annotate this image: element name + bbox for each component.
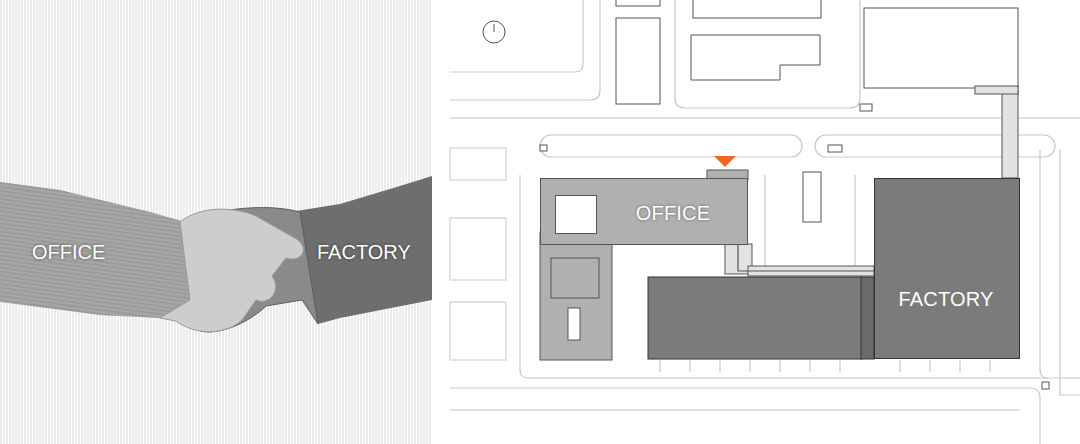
link-corridor-line [738,245,874,271]
neighbour-building [616,18,660,104]
road-island [815,135,1055,157]
round-structure [483,21,505,43]
parking-ticks [660,360,990,372]
office-wing [540,232,612,360]
striped-ground [0,0,432,444]
sleeve-texture [0,182,190,318]
small-structure [803,172,821,222]
building-name: FACTORY [898,288,993,311]
office-building: OFFICE [540,178,748,245]
office-wing-room [551,258,599,298]
road-edge [450,388,1040,444]
arm-label: OFFICE [32,241,105,264]
office-wing-shaft [568,308,580,340]
arm-label: FACTORY [317,241,411,264]
building-name: OFFICE [636,202,711,225]
small-structure [860,104,872,111]
link-corridor [975,86,1018,94]
neighbour-building [691,35,820,80]
neighbour-building [864,8,1018,88]
road-edge [854,175,855,268]
neighbour-building [616,0,660,6]
link-corridor [748,266,874,276]
factory-joint [861,277,874,359]
neighbour-block [450,148,506,180]
road-lines [450,0,1080,444]
road-edge [764,175,765,270]
small-structure [828,145,842,152]
neighbour-buildings [450,0,1049,389]
small-structure [540,145,547,151]
road-edge [520,175,1080,378]
factory-block [648,277,862,359]
entrance-marker [714,156,736,167]
factory-building: FACTORY [874,178,1020,359]
road-edge [450,409,1020,410]
neighbour-block [450,302,506,360]
road-edge [1060,150,1080,395]
office-courtyard [555,195,597,234]
left-sleeve [0,182,190,318]
road-edge [450,0,600,100]
road-edge [450,0,583,72]
left-hand [160,209,303,332]
road-edge [1040,150,1048,378]
road-island [540,135,802,157]
neighbour-building [693,0,821,18]
small-structure [1042,382,1049,389]
road-edge [450,117,1080,118]
round-structure-mark [494,24,495,32]
link-corridor [1002,90,1018,178]
neighbour-block [450,218,506,280]
